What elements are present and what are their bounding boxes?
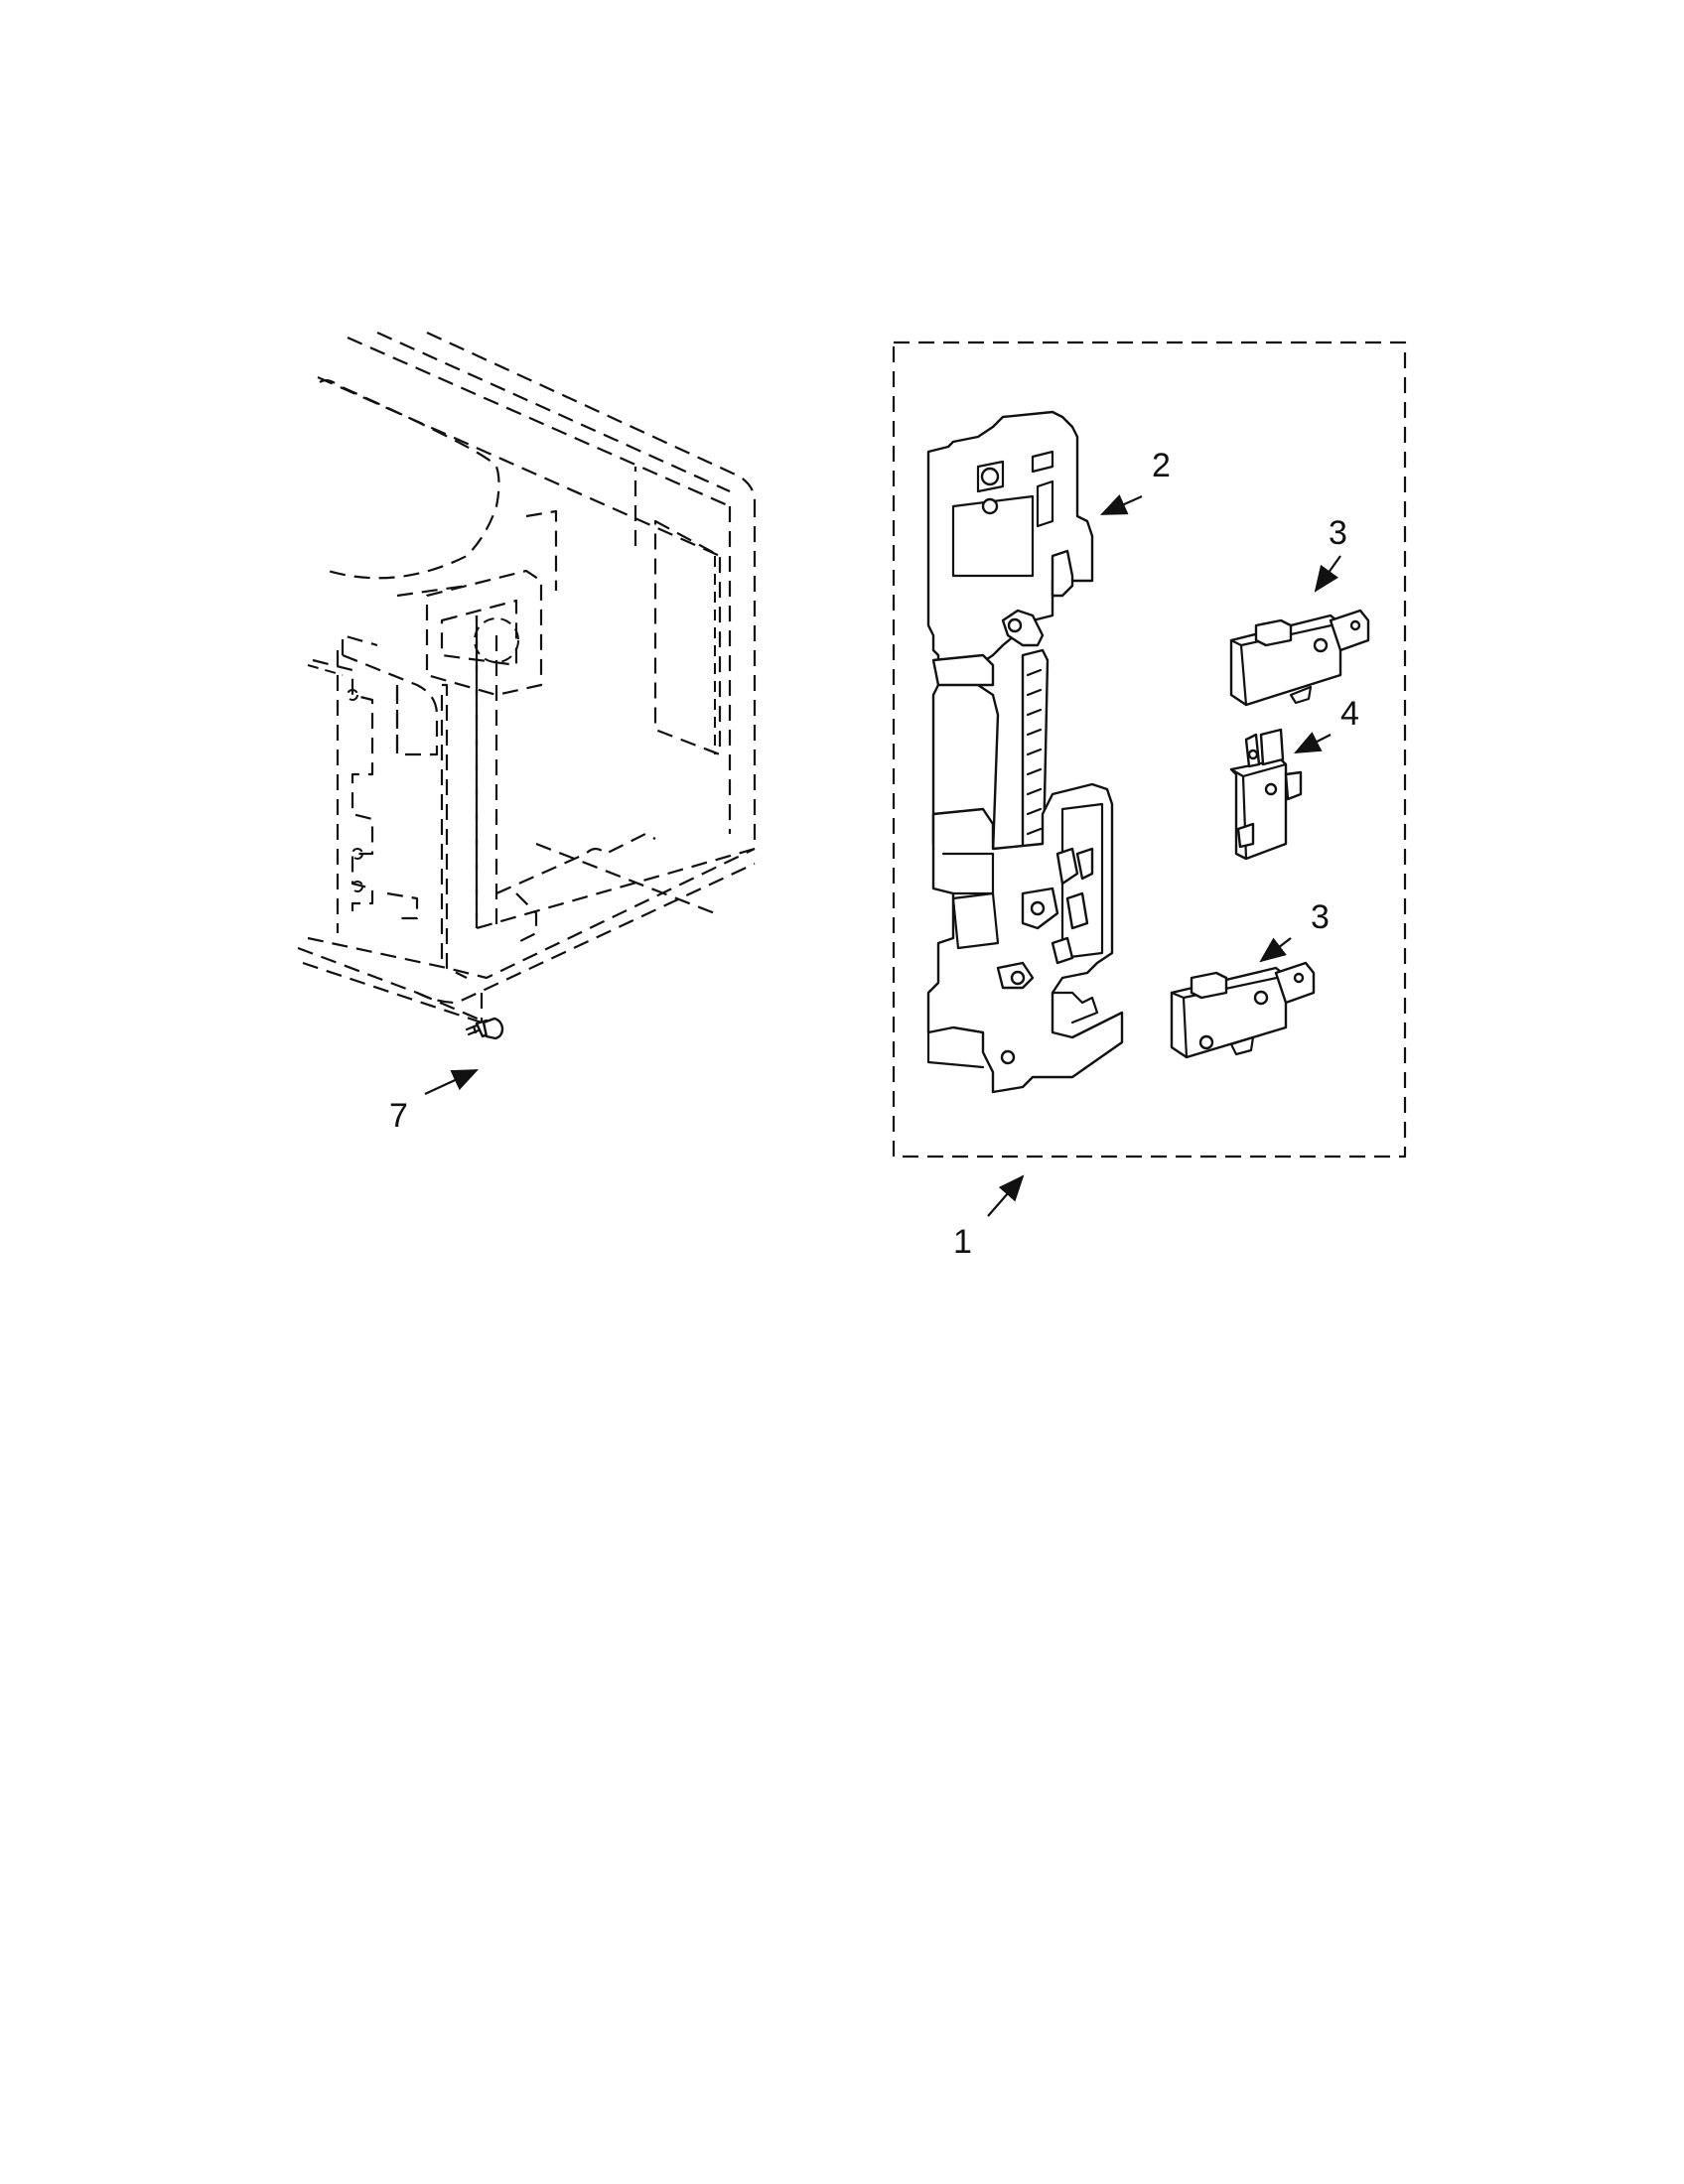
leader-3-lower (1259, 937, 1292, 963)
callout-labels: 1 2 3 3 4 7 (389, 447, 1359, 1261)
leader-1 (987, 1174, 1025, 1217)
leader-3-upper (1314, 555, 1341, 593)
screw-part-7 (465, 1017, 504, 1040)
callout-3-lower: 3 (1311, 898, 1330, 936)
microwave-cavity-outline (297, 331, 757, 1029)
callout-1: 1 (953, 1223, 972, 1261)
callout-3-upper: 3 (1329, 514, 1347, 552)
micro-switch-part-4 (1229, 728, 1303, 861)
leader-2 (1099, 494, 1143, 516)
leader-arrows (424, 494, 1341, 1217)
callout-7: 7 (389, 1097, 408, 1135)
callout-2: 2 (1152, 447, 1171, 484)
leader-7 (424, 1069, 479, 1095)
interlock-switch-holder-part-2 (926, 410, 1124, 1094)
micro-switch-part-3-upper (1229, 609, 1370, 707)
leader-4 (1294, 732, 1332, 754)
switch-kit-boundary (892, 341, 1407, 1159)
callout-4: 4 (1340, 695, 1359, 733)
micro-switch-part-3-lower (1170, 961, 1316, 1059)
